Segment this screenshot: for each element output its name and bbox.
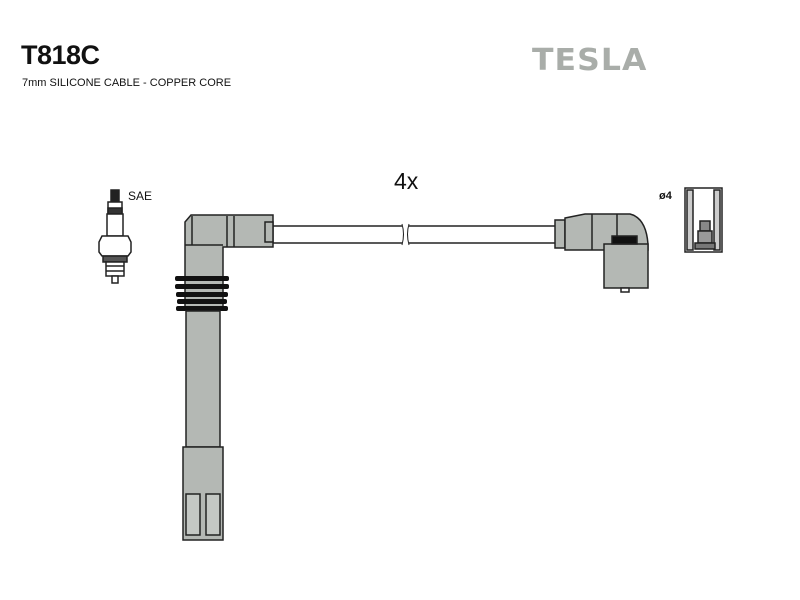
- terminal-icon: [684, 187, 723, 253]
- cable-description: 7mm SILICONE CABLE - COPPER CORE: [22, 77, 232, 89]
- boot-ribs: [175, 276, 229, 311]
- spark-plug-label: SAE: [128, 189, 153, 203]
- part-number-title: T818C: [21, 40, 100, 70]
- quantity-label: 4x: [394, 168, 419, 194]
- spark-plug-boot: [175, 214, 274, 541]
- terminal-diameter-label: ø4: [659, 190, 672, 202]
- coil-boot: [554, 213, 649, 293]
- cable: [272, 223, 556, 246]
- spark-plug-icon: [98, 189, 132, 284]
- brand-logo: TESLA: [532, 43, 648, 78]
